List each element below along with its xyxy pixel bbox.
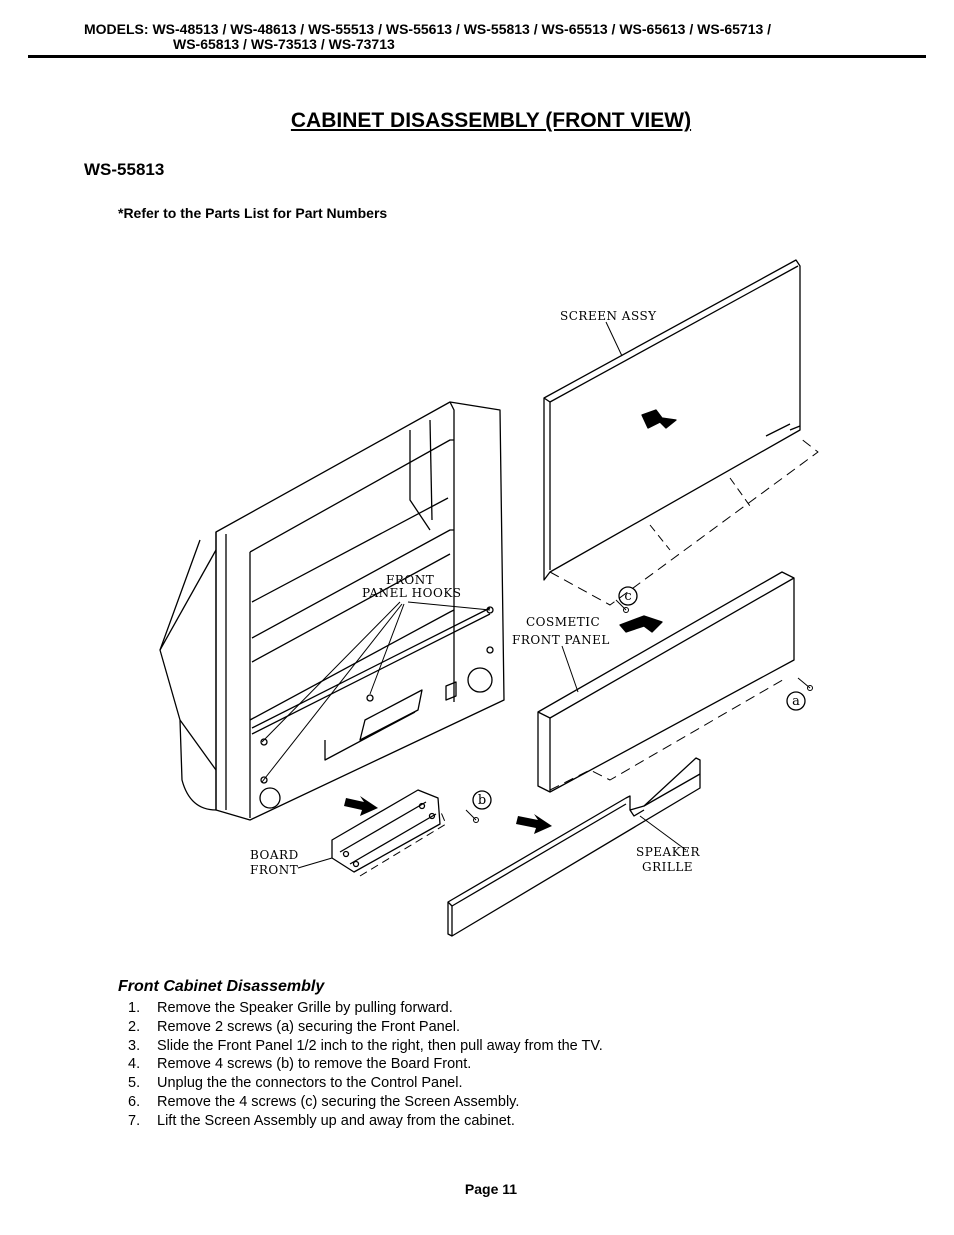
label-front-panel-hooks-1: FRONT xyxy=(386,573,434,587)
section-title: Front Cabinet Disassembly xyxy=(118,978,325,995)
step-item: 6. Remove the 4 screws (c) securing the S… xyxy=(128,1093,603,1112)
step-item: 4. Remove 4 screws (b) to remove the Boar… xyxy=(128,1055,603,1074)
models-line-2: WS-65813 / WS-73513 / WS-73713 xyxy=(173,36,395,52)
models-header: MODELS: WS-48513 / WS-48613 / WS-55513 /… xyxy=(84,22,771,52)
step-text: Slide the Front Panel 1/2 inch to the ri… xyxy=(157,1037,603,1054)
exploded-view-diagram: SCREEN ASSY FRONT PANEL HOOKS COSMETIC F… xyxy=(159,259,819,937)
step-number: 7. xyxy=(128,1112,141,1129)
page-number: Page 11 xyxy=(464,1181,518,1197)
step-text: Lift the Screen Assembly up and away fro… xyxy=(157,1112,515,1129)
step-number: 6. xyxy=(128,1093,141,1110)
steps-list: 1. Remove the Speaker Grille by pulling f… xyxy=(128,999,603,1131)
step-item: 2. Remove 2 screws (a) securing the Front… xyxy=(128,1018,603,1037)
step-number: 2. xyxy=(128,1018,141,1035)
callout-circle-a xyxy=(786,691,806,711)
step-text: Remove the Speaker Grille by pulling for… xyxy=(157,1000,453,1016)
step-number: 4. xyxy=(128,1056,141,1073)
step-item: 3. Slide the Front Panel 1/2 inch to the … xyxy=(128,1037,603,1056)
label-leaders xyxy=(297,321,687,869)
motion-arrows xyxy=(344,796,552,834)
callout-circle-b xyxy=(472,790,492,810)
step-item: 7. Lift the Screen Assembly up and away f… xyxy=(128,1112,603,1131)
step-item: 1. Remove the Speaker Grille by pulling f… xyxy=(128,999,603,1018)
step-text: Remove the 4 screws (c) securing the Scr… xyxy=(157,1093,520,1110)
callout-b: b xyxy=(478,793,486,808)
label-cosmetic-1: COSMETIC xyxy=(526,615,600,629)
label-cosmetic-2: FRONT PANEL xyxy=(512,633,610,647)
step-text: Unplug the the connectors to the Control… xyxy=(157,1075,463,1092)
callout-circle-c xyxy=(618,586,638,606)
label-board-front-2: FRONT xyxy=(250,863,298,877)
label-speaker-grille-1: SPEAKER xyxy=(636,845,700,859)
parts-list-note: *Refer to the Parts List for Part Number… xyxy=(118,205,388,221)
tv-cabinet-drawing xyxy=(159,401,505,821)
page-title: CABINET DISASSEMBLY (FRONT VIEW) xyxy=(290,109,692,132)
speaker-grille-drawing xyxy=(447,757,701,937)
label-board-front-1: BOARD xyxy=(250,848,299,862)
header-rule xyxy=(28,55,926,58)
step-text: Remove 2 screws (a) securing the Front P… xyxy=(157,1018,461,1035)
screws xyxy=(465,599,813,823)
screen-assembly-drawing xyxy=(543,259,819,606)
models-line-1: MODELS: WS-48513 / WS-48613 / WS-55513 /… xyxy=(84,21,772,37)
step-item: 5. Unplug the the connectors to the Contr… xyxy=(128,1074,603,1093)
hooks-leader-lines xyxy=(261,601,491,783)
step-number: 1. xyxy=(128,1000,141,1016)
label-screen-assy: SCREEN ASSY xyxy=(560,309,657,323)
step-number: 3. xyxy=(128,1037,141,1054)
cosmetic-front-panel-drawing xyxy=(537,571,795,793)
label-speaker-grille-2: GRILLE xyxy=(642,860,693,874)
callout-c: c xyxy=(624,589,631,604)
label-front-panel-hooks-2: PANEL HOOKS xyxy=(362,586,462,600)
step-number: 5. xyxy=(128,1075,141,1092)
model-number: WS-55813 xyxy=(84,160,165,179)
step-text: Remove 4 screws (b) to remove the Board … xyxy=(157,1056,472,1073)
callout-a: a xyxy=(792,694,800,709)
